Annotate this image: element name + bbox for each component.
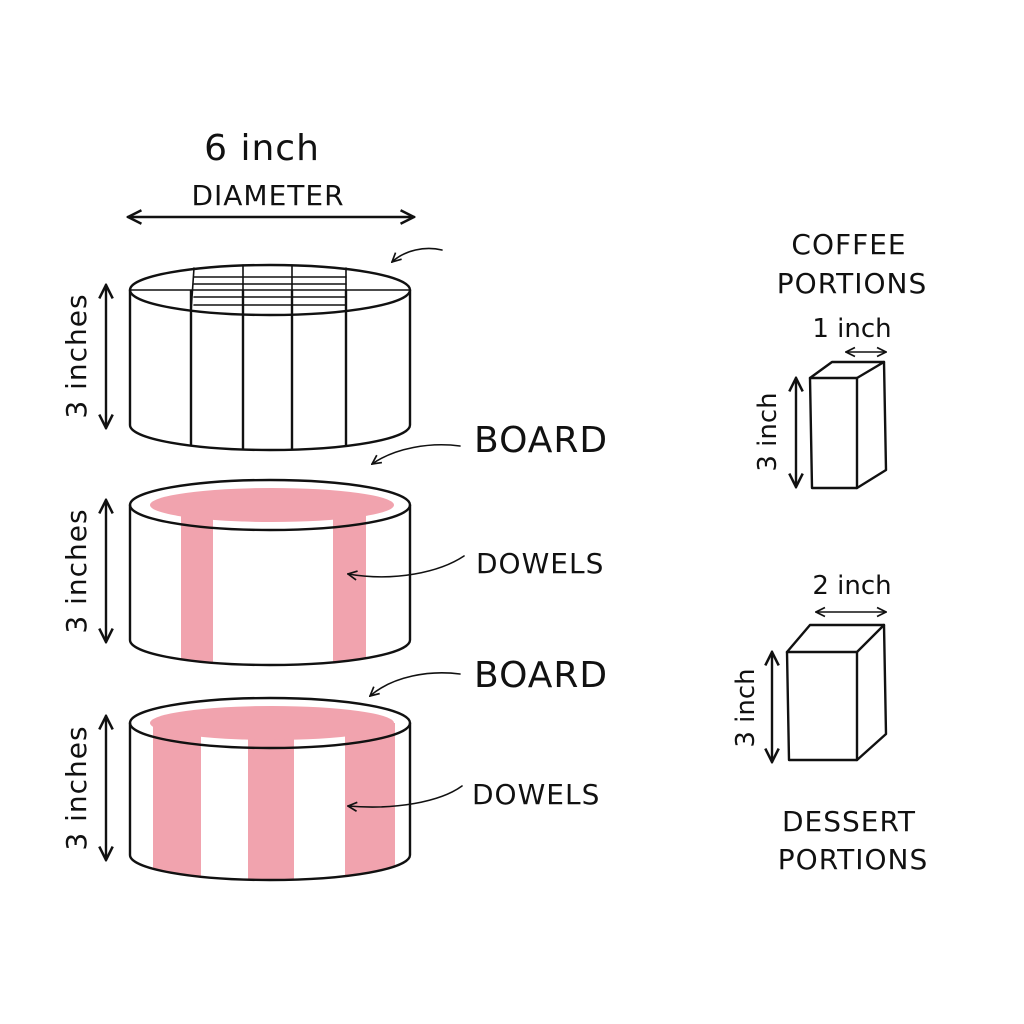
dessert-title-line2: PORTIONS <box>778 843 928 876</box>
tier-height-label-top: 3 inches <box>60 293 93 418</box>
dowel-stripe <box>181 505 213 665</box>
diameter-value: 6 inch <box>204 128 320 169</box>
dowel-stripe <box>153 723 201 880</box>
board-label-1: BOARD <box>474 420 608 461</box>
coffee-portion-block <box>808 360 888 490</box>
top-tier <box>128 263 412 452</box>
dessert-width-label: 2 inch <box>812 571 891 601</box>
coffee-title-line1: COFFEE <box>791 228 906 261</box>
coffee-height-label: 3 inch <box>753 392 783 471</box>
coffee-width-label: 1 inch <box>812 314 891 344</box>
dessert-portions: 2 inch 3 inch DESSERT PORTIONS <box>731 571 928 876</box>
tier-height-label-middle: 3 inches <box>60 508 93 633</box>
middle-tier <box>128 478 412 667</box>
dessert-portion-block <box>785 623 888 762</box>
dowels-label-2: DOWELS <box>472 778 600 811</box>
dowel-stripe <box>333 505 366 665</box>
dessert-height-label: 3 inch <box>731 668 761 747</box>
tier-height-annotations: 3 inches 3 inches 3 inches <box>60 285 106 860</box>
dowels-label-1: DOWELS <box>476 547 604 580</box>
board-fill <box>150 706 394 740</box>
dessert-title-line1: DESSERT <box>782 805 916 838</box>
top-tier-pointer-arrow <box>392 247 443 263</box>
component-labels: BOARD DOWELS BOARD DOWELS <box>348 420 608 811</box>
dowel-stripe <box>345 723 395 880</box>
coffee-title-line2: PORTIONS <box>777 267 927 300</box>
board-label-2: BOARD <box>474 655 608 696</box>
tier-height-label-bottom: 3 inches <box>60 725 93 850</box>
diameter-annotation: 6 inch DIAMETER <box>128 128 414 217</box>
coffee-portions: COFFEE PORTIONS 1 inch 3 inch <box>753 228 927 490</box>
bottom-tier <box>128 696 412 882</box>
diameter-label: DIAMETER <box>191 179 344 212</box>
board-fill <box>150 488 394 522</box>
